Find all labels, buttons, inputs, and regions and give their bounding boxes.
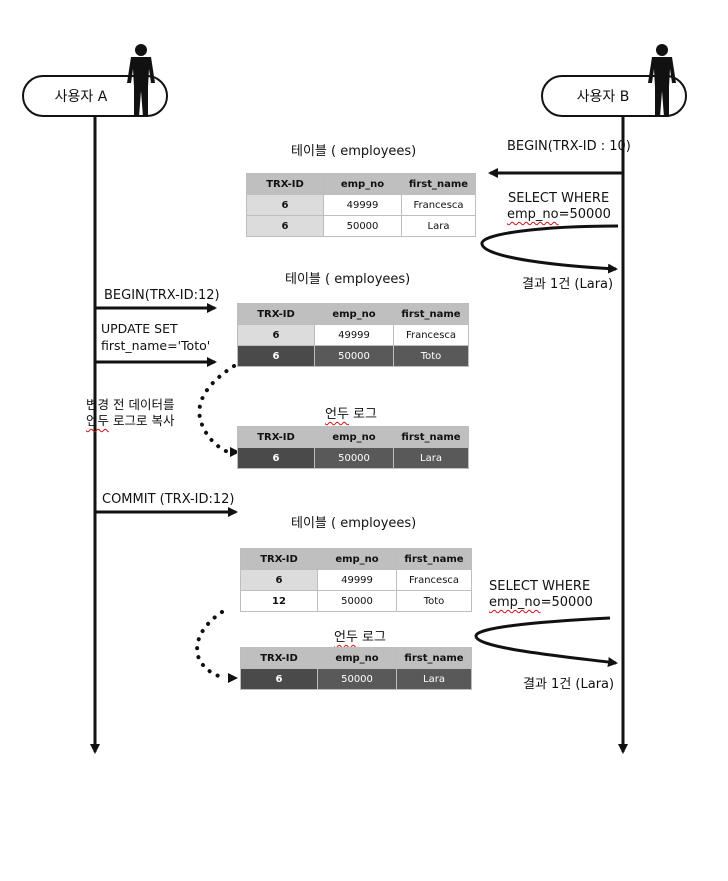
table-row: 6 49999 Francesca: [237, 324, 469, 346]
a-copy-line2: 언두 로그로 복사: [86, 412, 174, 429]
table-row: 6 50000 Lara: [246, 215, 476, 237]
cell-first-name: Toto: [396, 590, 472, 612]
col-first-name: first_name: [393, 303, 469, 325]
cell-first-name: Lara: [401, 215, 476, 237]
col-emp-no: emp_no: [317, 548, 397, 570]
b-select2-value: =50000: [540, 595, 593, 610]
actor-a-label: 사용자 A: [54, 89, 108, 105]
table-header-row: TRX-ID emp_no first_name: [240, 647, 472, 669]
cell-trx-id: 6: [237, 324, 315, 346]
table-row: 6 49999 Francesca: [246, 194, 476, 216]
cell-first-name: Lara: [393, 447, 469, 469]
a-copy-line1: 변경 전 데이터를: [86, 397, 175, 412]
b-select1-line2: emp_no=50000: [507, 207, 611, 222]
table1-title: 테이블 ( employees): [291, 144, 417, 159]
cell-emp-no: 50000: [317, 668, 397, 690]
cell-first-name: Lara: [396, 668, 472, 690]
undo-link-curve-2: [195, 610, 228, 680]
a-commit-label: COMMIT (TRX-ID:12): [102, 492, 235, 507]
select-loop-1: [480, 224, 619, 274]
cell-emp-no: 49999: [323, 194, 402, 216]
undo2-title-rest: 로그: [357, 630, 386, 645]
cell-emp-no: 49999: [314, 324, 394, 346]
cell-first-name: Francesca: [393, 324, 469, 346]
col-trx-id: TRX-ID: [237, 426, 315, 448]
col-trx-id: TRX-ID: [237, 303, 315, 325]
b-select1-value: =50000: [558, 207, 611, 222]
table-row: 6 50000 Lara: [237, 447, 469, 469]
cell-first-name: Francesca: [396, 569, 472, 591]
undo2-title-word: 언두: [334, 630, 358, 645]
col-first-name: first_name: [396, 647, 472, 669]
copy-arrowhead-2: [228, 673, 238, 683]
cell-emp-no: 50000: [314, 447, 394, 469]
table-header-row: TRX-ID emp_no first_name: [237, 426, 469, 448]
a-copy-undo-word: 언두: [86, 413, 110, 428]
col-trx-id: TRX-ID: [240, 647, 318, 669]
employees-table-2: TRX-ID emp_no first_name 6 49999 Frances…: [237, 303, 469, 367]
employees-table-1: TRX-ID emp_no first_name 6 49999 Frances…: [246, 173, 476, 237]
cell-first-name: Francesca: [401, 194, 476, 216]
col-first-name: first_name: [401, 173, 476, 195]
col-emp-no: emp_no: [323, 173, 402, 195]
a-update-line1: UPDATE SET: [101, 321, 178, 336]
cell-trx-id: 6: [246, 194, 324, 216]
b-select2-line2: emp_no=50000: [489, 595, 593, 610]
col-first-name: first_name: [396, 548, 472, 570]
cell-trx-id: 6: [240, 668, 318, 690]
select-loop-2: [474, 616, 618, 667]
person-silhouette-icon: [127, 44, 155, 117]
undo1-title-rest: 로그: [348, 407, 377, 422]
table-row: 12 50000 Toto: [240, 590, 472, 612]
col-trx-id: TRX-ID: [240, 548, 318, 570]
undo-log-table-1: TRX-ID emp_no first_name 6 50000 Lara: [237, 426, 469, 469]
table-header-row: TRX-ID emp_no first_name: [237, 303, 469, 325]
col-trx-id: TRX-ID: [246, 173, 324, 195]
col-emp-no: emp_no: [314, 303, 394, 325]
col-first-name: first_name: [393, 426, 469, 448]
table-row: 6 49999 Francesca: [240, 569, 472, 591]
cell-trx-id: 6: [237, 345, 315, 367]
copy-to-undo-curve-1: [197, 364, 236, 454]
cell-emp-no: 50000: [314, 345, 394, 367]
undo-log-table-2: TRX-ID emp_no first_name 6 50000 Lara: [240, 647, 472, 690]
col-emp-no: emp_no: [317, 647, 397, 669]
undo2-title: 언두 로그: [334, 626, 386, 645]
undo1-title: 언두 로그: [325, 403, 377, 422]
table2-title: 테이블 ( employees): [285, 272, 411, 287]
b-begin-label: BEGIN(TRX-ID : 10): [507, 139, 631, 154]
b-result1-label: 결과 1건 (Lara): [522, 277, 614, 292]
actor-b-label: 사용자 B: [576, 89, 630, 105]
cell-emp-no: 50000: [317, 590, 397, 612]
cell-trx-id: 6: [237, 447, 315, 469]
a-copy-rest: 로그로 복사: [109, 413, 175, 428]
undo1-title-word: 언두: [325, 407, 349, 422]
b-select2-line1: SELECT WHERE: [489, 579, 591, 594]
a-begin-label: BEGIN(TRX-ID:12): [104, 288, 220, 303]
table3-title: 테이블 ( employees): [291, 516, 417, 531]
b-select2-empno: emp_no: [489, 595, 541, 610]
table-row: 6 50000 Toto: [237, 345, 469, 367]
b-result2-label: 결과 1건 (Lara): [523, 677, 615, 692]
copy-arrowhead-1: [230, 447, 240, 457]
a-update-line2: first_name='Toto': [101, 338, 211, 353]
person-silhouette-icon: [648, 44, 676, 117]
col-emp-no: emp_no: [314, 426, 394, 448]
cell-first-name: Toto: [393, 345, 469, 367]
b-select1-empno: emp_no: [507, 207, 559, 222]
employees-table-3: TRX-ID emp_no first_name 6 49999 Frances…: [240, 548, 472, 612]
cell-trx-id: 12: [240, 590, 318, 612]
cell-emp-no: 50000: [323, 215, 402, 237]
cell-trx-id: 6: [240, 569, 318, 591]
cell-emp-no: 49999: [317, 569, 397, 591]
b-select1-line1: SELECT WHERE: [508, 191, 610, 206]
table-header-row: TRX-ID emp_no first_name: [240, 548, 472, 570]
table-row: 6 50000 Lara: [240, 668, 472, 690]
cell-trx-id: 6: [246, 215, 324, 237]
table-header-row: TRX-ID emp_no first_name: [246, 173, 476, 195]
